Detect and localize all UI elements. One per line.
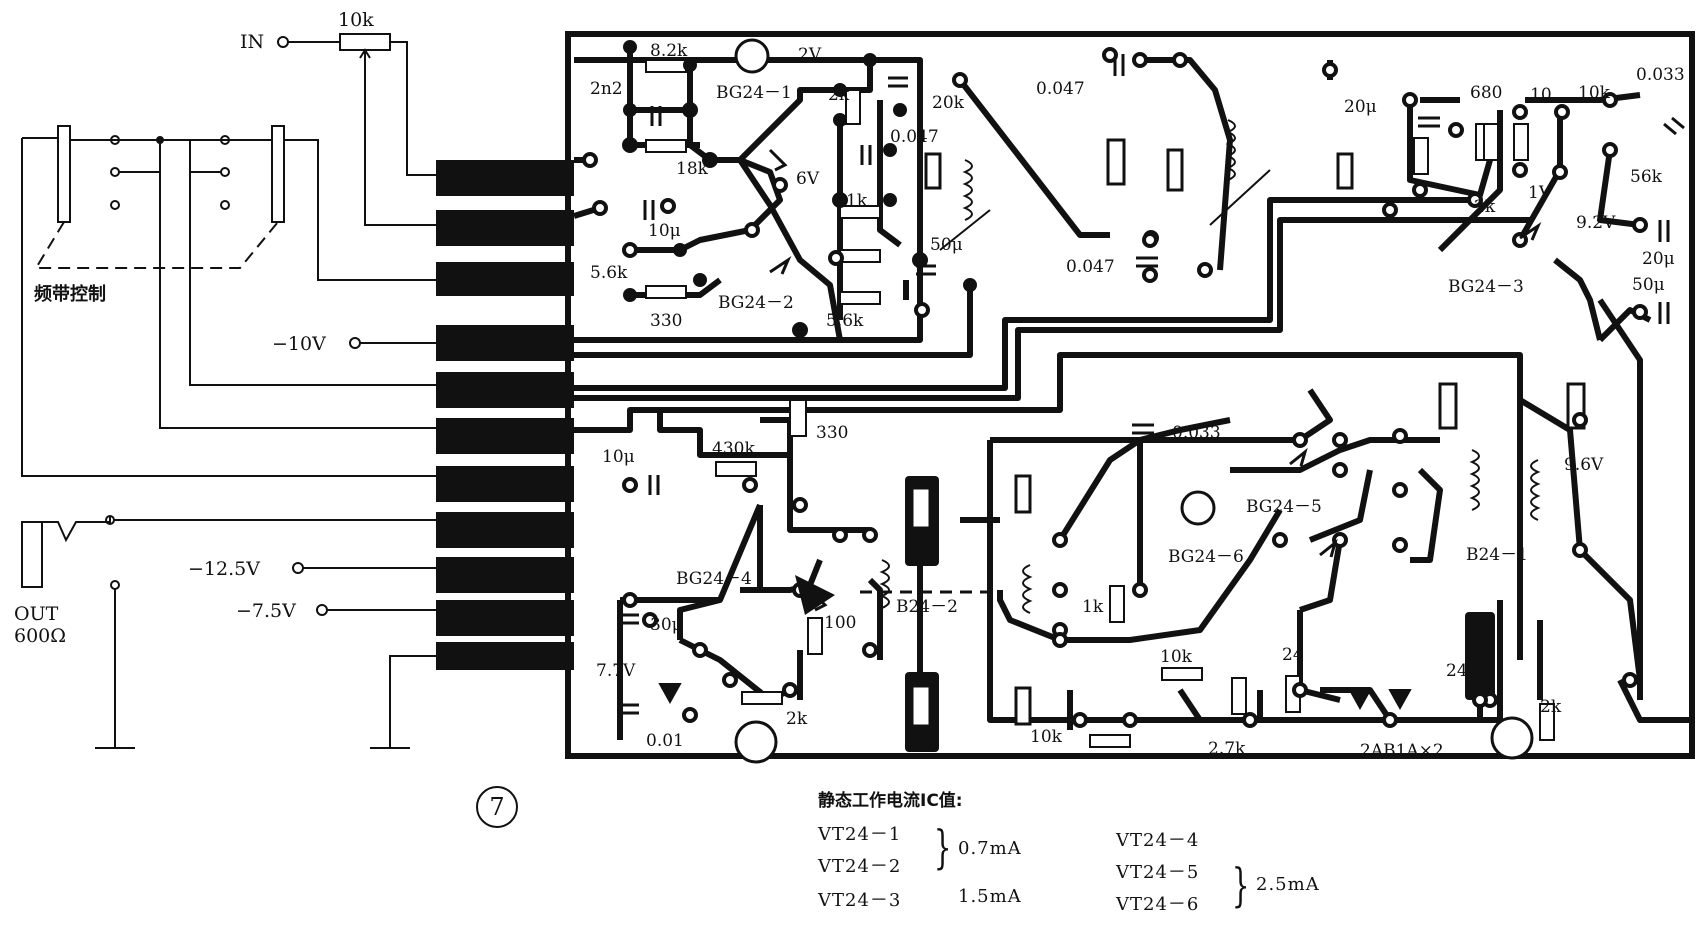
solder-pads — [622, 40, 977, 338]
label-r-10: 10 — [1530, 85, 1552, 105]
label-b24-2: B24－2 — [896, 597, 958, 617]
label-r-8-2k: 8.2k — [650, 41, 688, 61]
notes-vt24-4: VT24－4 — [1116, 830, 1200, 851]
label-r-10k-c: 10k — [1030, 727, 1063, 747]
label-c-20u-b: 20μ — [1642, 249, 1675, 269]
mounting-holes — [734, 38, 1534, 764]
diodes — [658, 683, 1412, 711]
label-bg24-3: BG24－3 — [1448, 277, 1524, 297]
label-diodes: 2AB1A×2 — [1360, 741, 1444, 761]
label-r-100: 100 — [824, 613, 856, 633]
label-c-30u: 30μ — [650, 615, 683, 635]
slot-pads — [910, 138, 1586, 728]
notes-title: 静态工作电流IC值: — [818, 791, 963, 811]
label-r-2k-b: 2k — [1474, 197, 1496, 217]
label-r-2-7k: 2.7k — [1208, 739, 1246, 759]
copper-traces — [573, 47, 1690, 740]
label-v-6v: 6V — [796, 169, 820, 189]
quiescent-current-notes: 静态工作电流IC值: VT24－1 VT24－2 VT24－3 } 0.7mA … — [818, 786, 1338, 916]
label-c-2n2: 2n2 — [590, 79, 623, 99]
label-r-18k: 18k — [676, 159, 709, 179]
label-c-0-01: 0.01 — [646, 731, 684, 751]
label-r-1k-a: 1k — [846, 191, 868, 211]
label-c-10u-b: 10μ — [602, 447, 635, 467]
label-bg24-5: BG24－5 — [1246, 497, 1322, 517]
label-c-20u-a: 20μ — [1344, 97, 1377, 117]
notes-current-a: 0.7mA — [958, 838, 1022, 859]
label-c-50u-a: 50μ — [930, 235, 963, 255]
notes-vt24-2: VT24－2 — [818, 856, 902, 877]
notes-brace-b: } — [1231, 858, 1250, 912]
label-v-2v: 2V — [798, 45, 822, 65]
figure-number: 7 — [476, 786, 518, 828]
label-r-2k-d: 2k — [1540, 697, 1562, 717]
label-bg24-2: BG24－2 — [718, 293, 794, 313]
notes-vt24-6: VT24－6 — [1116, 894, 1200, 915]
label-r-10k-a: 10k — [1578, 83, 1611, 103]
label-r-20k: 20k — [932, 93, 965, 113]
label-band-control: 频带控制 — [34, 283, 106, 305]
label-c-10u-a: 10μ — [648, 221, 681, 241]
label-c-0-047-a: 0.047 — [890, 127, 939, 147]
label-r-680: 680 — [1470, 83, 1502, 103]
label-r-10k-b: 10k — [1160, 647, 1193, 667]
notes-current-b: 1.5mA — [958, 886, 1022, 907]
labels: IN 10k 频带控制 −10V −12.5V −7.5V OUT 600Ω 8… — [14, 9, 1685, 761]
label-r-330-a: 330 — [650, 311, 682, 331]
label-bg24-4: BG24－4 — [676, 569, 752, 589]
notes-vt24-3: VT24－3 — [818, 890, 902, 911]
notes-current-c: 2.5mA — [1256, 874, 1320, 895]
label-r-24-b: 24 — [1446, 661, 1468, 681]
label-bg24-1: BG24－1 — [716, 83, 792, 103]
label-b24-1: B24－1 — [1466, 545, 1528, 565]
label-r-430k: 430k — [712, 439, 755, 459]
label-out: OUT — [14, 603, 59, 625]
label-input-pot: 10k — [338, 9, 374, 31]
notes-vt24-5: VT24－5 — [1116, 862, 1200, 883]
transistor-bg24-4-body — [795, 575, 835, 615]
label-r-5-6k-a: 5.6k — [590, 263, 628, 283]
label-v-9-2v: 9.2V — [1576, 213, 1616, 233]
label-c-0-033-a: 0.033 — [1636, 65, 1685, 85]
label-r-330-b: 330 — [816, 423, 848, 443]
label-supply-10v: −10V — [272, 333, 326, 355]
label-c-0-033-b: 0.033 — [1172, 423, 1221, 443]
label-c-0-047-c: 0.047 — [1066, 257, 1115, 277]
label-c-50u-b: 50μ — [1632, 275, 1665, 295]
label-r-2k-a: 2k — [828, 85, 850, 105]
coils — [879, 119, 1541, 614]
label-in: IN — [240, 31, 264, 53]
label-r-56k: 56k — [1630, 167, 1663, 187]
capacitors — [617, 54, 1685, 715]
notes-vt24-1: VT24－1 — [818, 824, 902, 845]
notes-brace-a: } — [933, 820, 952, 874]
label-bg24-6: BG24－6 — [1168, 547, 1244, 567]
external-wiring — [21, 33, 436, 749]
label-r-2k-c: 2k — [786, 709, 808, 729]
label-v-1v: 1V — [1528, 183, 1552, 203]
label-r-5-6k-b: 5.6k — [826, 311, 864, 331]
label-out-impedance: 600Ω — [14, 625, 66, 647]
label-r-1k-b: 1k — [1082, 597, 1104, 617]
label-supply-7-5v: −7.5V — [236, 600, 296, 622]
label-v-9-6v: 9.6V — [1564, 455, 1604, 475]
edge-connector — [436, 160, 574, 670]
label-c-0-047-b: 0.047 — [1036, 79, 1085, 99]
label-v-7-7v: 7.7V — [596, 661, 636, 681]
open-pads — [582, 47, 1648, 728]
label-r-24-a: 24 — [1282, 645, 1304, 665]
label-supply-12-5v: −12.5V — [188, 558, 260, 580]
